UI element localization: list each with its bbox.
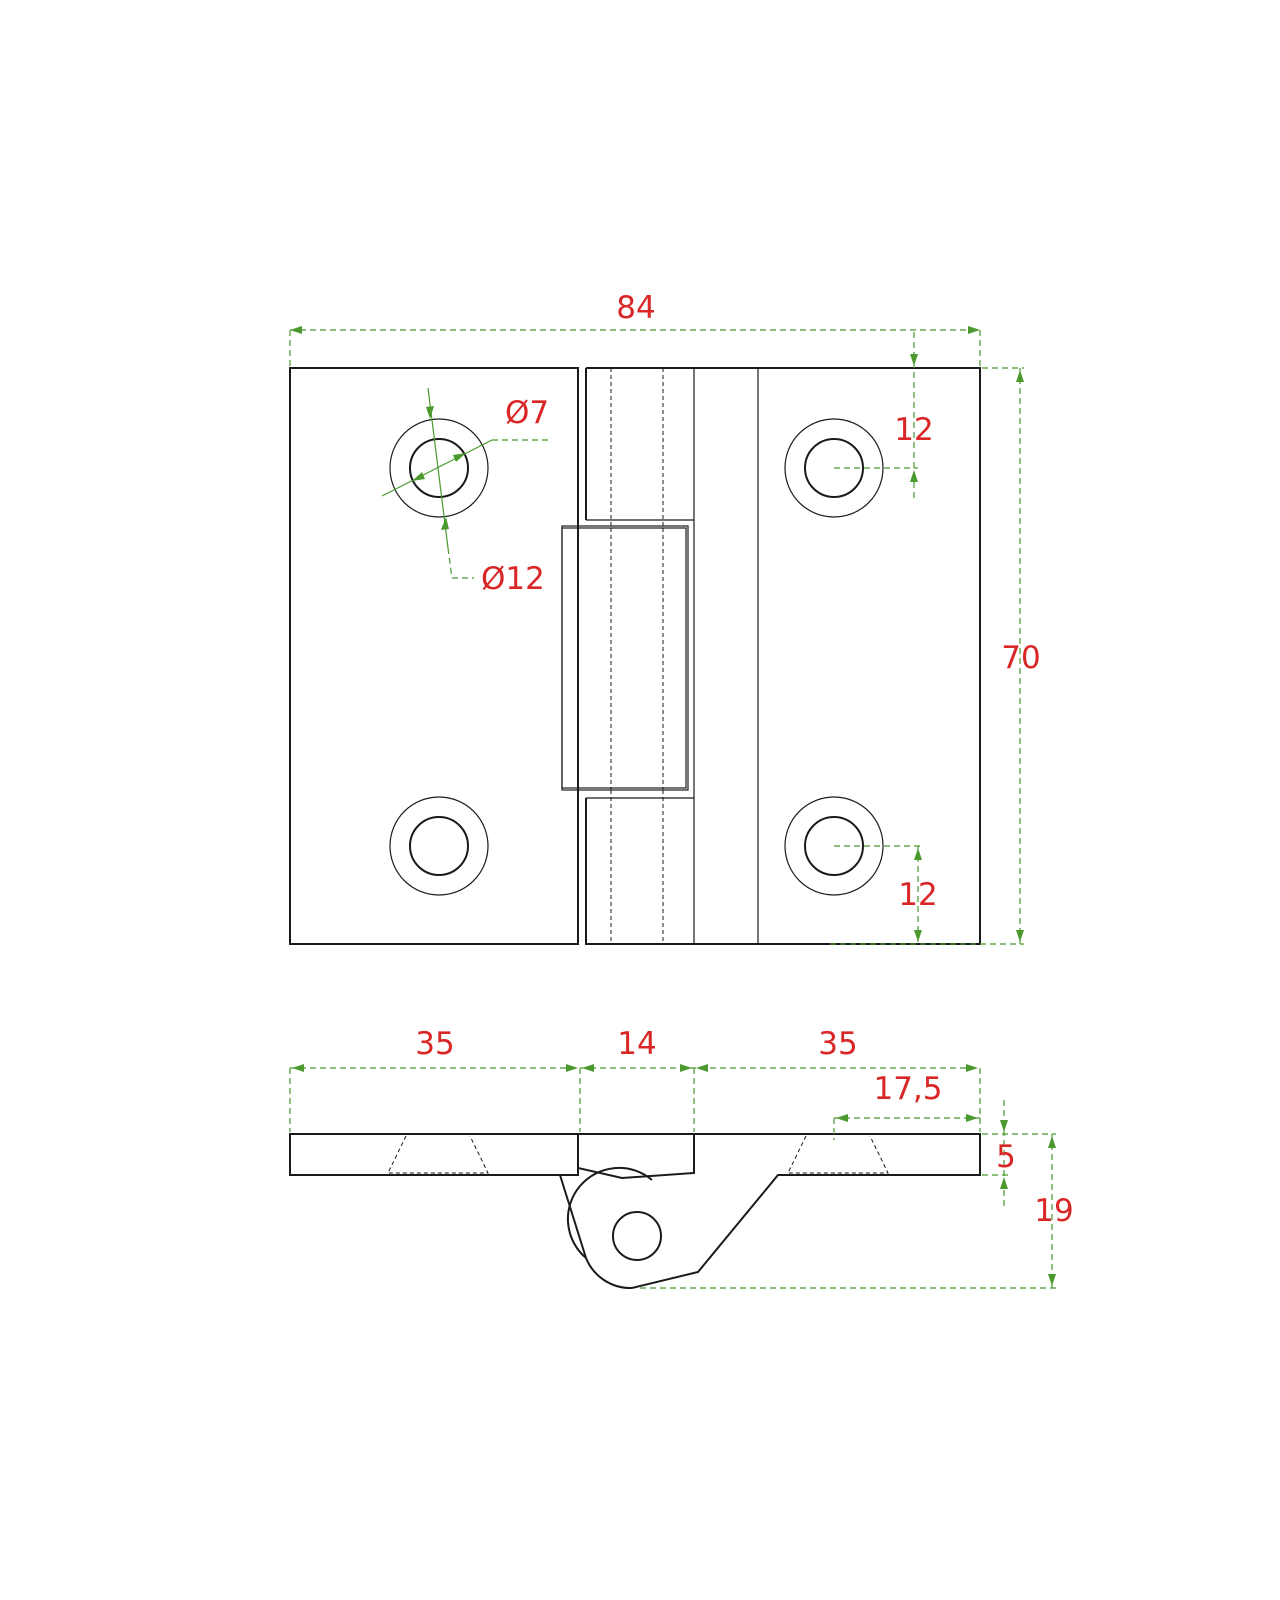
barrel-outer <box>566 1166 653 1259</box>
left-plate <box>289 1133 579 1176</box>
dim-overall-width-label: 84 <box>616 290 655 326</box>
pin-hole <box>612 1211 662 1261</box>
dim-total-height-label: 19 <box>1034 1193 1073 1229</box>
dim-overall-height <box>830 367 1024 945</box>
dim-top-hole-offset-label: 12 <box>894 412 933 448</box>
dim-hole-diameter-label: Ø7 <box>505 395 549 431</box>
dim-knuckle-width-label: 14 <box>617 1026 656 1062</box>
dim-counterbore-diameter <box>426 387 474 579</box>
dim-overall-width <box>289 326 981 366</box>
dim-plate-thickness <box>982 1100 1056 1208</box>
dim-overall-height-label: 70 <box>1001 640 1040 676</box>
side-view <box>289 1133 981 1290</box>
dim-top-hole-offset <box>834 332 918 500</box>
dim-plate-thickness-label: 5 <box>996 1139 1016 1175</box>
hole-bottom-left <box>389 796 489 896</box>
dim-counterbore-diameter-label: Ø12 <box>481 561 545 597</box>
hole-top-right <box>784 418 884 518</box>
barrel-bottom-arc <box>585 1257 633 1290</box>
left-leaf <box>289 367 579 945</box>
dim-total-height <box>640 1134 1056 1289</box>
right-plate-and-knuckle <box>577 1133 981 1289</box>
dim-hole-diameter <box>381 439 550 497</box>
countersink-right <box>787 1135 889 1174</box>
dim-hole-center-offset <box>833 1114 980 1140</box>
barrel-left-edge <box>559 1174 587 1259</box>
dim-bottom-hole-offset-label: 12 <box>898 877 937 913</box>
dim-bottom-hole-offset <box>834 845 922 944</box>
center-knuckle-inner <box>561 527 687 789</box>
top-view <box>289 367 981 945</box>
countersink-left <box>387 1135 489 1174</box>
hole-bottom-right <box>784 796 884 896</box>
dim-right-leaf-width-label: 35 <box>818 1026 857 1062</box>
dim-hole-center-offset-label: 17,5 <box>873 1071 942 1107</box>
hole-top-left <box>389 418 489 518</box>
dim-width-chain <box>289 1064 981 1132</box>
dim-left-leaf-width-label: 35 <box>415 1026 454 1062</box>
center-knuckle <box>561 525 689 791</box>
